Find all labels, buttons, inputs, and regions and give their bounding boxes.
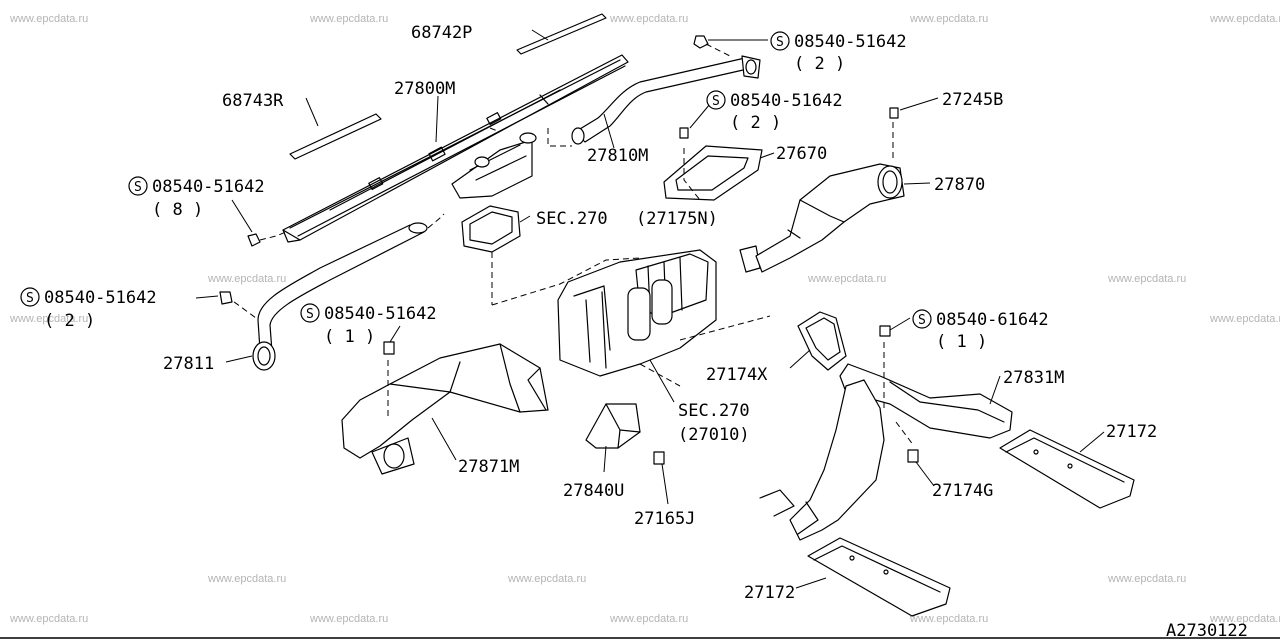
screw-quantity: ( 8 ) bbox=[152, 200, 203, 220]
watermark: www.epcdata.ru bbox=[1107, 273, 1186, 285]
watermark: www.epcdata.ru bbox=[207, 273, 286, 285]
screw-callout-2: S 08540-51642 ( 2 ) bbox=[706, 90, 843, 133]
s-symbol-text: S bbox=[26, 291, 34, 306]
screw-quantity: ( 1 ) bbox=[324, 327, 375, 347]
s-symbol-icon bbox=[912, 309, 932, 329]
part-27831M-rear-duct bbox=[759, 342, 1013, 541]
screw-callout-6: S 08540-61642 ( 1 ) bbox=[912, 309, 1049, 352]
s-symbol-icon bbox=[706, 90, 726, 110]
part-27670-vent bbox=[663, 145, 763, 201]
screw-part-number: 08540-51642 bbox=[152, 177, 265, 197]
screw-quantity: ( 2 ) bbox=[794, 54, 845, 74]
label-sec270-a-ref: (27175N) bbox=[636, 209, 718, 229]
part-seal-27175N bbox=[461, 205, 521, 305]
screw-part-number: 08540-51642 bbox=[324, 304, 437, 324]
s-symbol-icon bbox=[770, 31, 790, 51]
s-symbol-icon bbox=[300, 303, 320, 323]
watermark: www.epcdata.ru bbox=[609, 13, 688, 25]
s-symbol-icon bbox=[128, 176, 148, 196]
label-27800M: 27800M bbox=[394, 79, 455, 99]
s-symbol-text: S bbox=[776, 35, 784, 50]
label-27670: 27670 bbox=[776, 144, 827, 164]
screw-callout-5: S 08540-51642 ( 1 ) bbox=[300, 303, 437, 347]
label-27870: 27870 bbox=[934, 175, 985, 195]
part-27174X-duct bbox=[797, 311, 847, 371]
screw-callout-4: S 08540-51642 ( 2 ) bbox=[20, 287, 157, 331]
label-27245B: 27245B bbox=[942, 90, 1003, 110]
part-27870-duct bbox=[755, 122, 905, 273]
label-27174X: 27174X bbox=[706, 365, 768, 385]
s-symbol-icon bbox=[20, 287, 40, 307]
s-symbol-text: S bbox=[306, 307, 314, 322]
part-27172-plate-right bbox=[999, 429, 1135, 509]
label-27831M: 27831M bbox=[1003, 368, 1064, 388]
screw-callout-3: S 08540-51642 ( 8 ) bbox=[128, 176, 265, 220]
watermark: www.epcdata.ru bbox=[1209, 313, 1280, 325]
label-sec270-a: SEC.270 bbox=[536, 209, 608, 229]
watermark: www.epcdata.ru bbox=[1209, 13, 1280, 25]
screw-quantity: ( 2 ) bbox=[730, 113, 781, 133]
screw-quantity: ( 1 ) bbox=[936, 332, 987, 352]
part-heater-unit bbox=[491, 245, 771, 387]
label-27172-bottom: 27172 bbox=[744, 583, 795, 603]
part-27172-plate-bottom bbox=[807, 537, 951, 617]
label-27810M: 27810M bbox=[587, 146, 648, 166]
watermarks: www.epcdata.ru www.epcdata.ru www.epcdat… bbox=[9, 13, 1280, 625]
label-27840U: 27840U bbox=[563, 481, 624, 501]
part-center-outlet bbox=[451, 127, 537, 199]
label-sec270-b-ref: (27010) bbox=[678, 425, 750, 445]
watermark: www.epcdata.ru bbox=[207, 573, 286, 585]
part-27840U-bracket bbox=[585, 403, 641, 449]
part-68743R-strip bbox=[289, 113, 382, 160]
screw-part-number: 08540-51642 bbox=[794, 32, 907, 52]
part-27800M-defroster-nozzle bbox=[282, 54, 629, 243]
watermark: www.epcdata.ru bbox=[9, 313, 88, 325]
s-symbol-text: S bbox=[712, 94, 720, 109]
watermark: www.epcdata.ru bbox=[909, 613, 988, 625]
part-68742P-strip bbox=[516, 13, 607, 55]
part-27811-hose bbox=[225, 213, 445, 371]
screw-clips bbox=[219, 35, 919, 465]
label-27811: 27811 bbox=[163, 354, 214, 374]
watermark: www.epcdata.ru bbox=[1107, 573, 1186, 585]
label-68742P: 68742P bbox=[411, 23, 472, 43]
watermark: www.epcdata.ru bbox=[807, 273, 886, 285]
label-27174G: 27174G bbox=[932, 481, 993, 501]
screw-part-number: 08540-61642 bbox=[936, 310, 1049, 330]
screw-quantity: ( 2 ) bbox=[44, 311, 95, 331]
screw-callout-1: S 08540-51642 ( 2 ) bbox=[770, 31, 907, 74]
watermark: www.epcdata.ru bbox=[909, 13, 988, 25]
watermark: www.epcdata.ru bbox=[9, 613, 88, 625]
screw-part-number: 08540-51642 bbox=[44, 288, 157, 308]
watermark: www.epcdata.ru bbox=[309, 13, 388, 25]
label-27871M: 27871M bbox=[458, 457, 519, 477]
watermark: www.epcdata.ru bbox=[1209, 613, 1280, 625]
watermark: www.epcdata.ru bbox=[609, 613, 688, 625]
part-27810M-side-duct bbox=[547, 55, 761, 147]
watermark: www.epcdata.ru bbox=[507, 573, 586, 585]
s-symbol-text: S bbox=[134, 180, 142, 195]
screw-part-number: 08540-51642 bbox=[730, 91, 843, 111]
watermark: www.epcdata.ru bbox=[309, 613, 388, 625]
watermark: www.epcdata.ru bbox=[9, 13, 88, 25]
label-68743R: 68743R bbox=[222, 91, 284, 111]
label-sec270-b: SEC.270 bbox=[678, 401, 750, 421]
s-symbol-text: S bbox=[918, 313, 926, 328]
label-27165J: 27165J bbox=[634, 509, 695, 529]
diagram-code: A2730122 bbox=[1166, 621, 1248, 640]
part-27871M-floor-duct bbox=[341, 343, 549, 475]
label-27172-right: 27172 bbox=[1106, 422, 1157, 442]
leader-lines bbox=[195, 29, 1105, 589]
